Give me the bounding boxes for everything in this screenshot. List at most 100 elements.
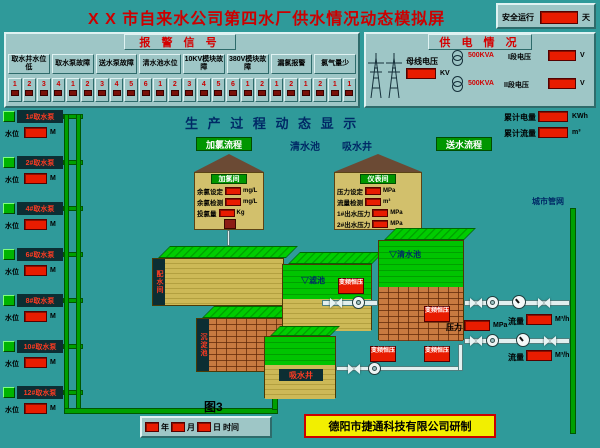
alarm-indicator-number: 2 (27, 81, 32, 88)
pipe-stub (63, 160, 83, 165)
water-level-unit: M (50, 267, 56, 274)
total-energy-label: 累计电量 (504, 113, 536, 122)
meter-house-name: 仪表间 (360, 174, 396, 184)
alarm-indicator-cell: 6 (226, 78, 240, 102)
pump-label: 12#取水泵 (17, 386, 63, 399)
alarm-lamp-icon (243, 90, 252, 96)
pipe-stub (63, 206, 83, 211)
valve-icon (348, 364, 360, 374)
alarm-lamp-icon (258, 90, 267, 96)
flow-meter-icon (516, 333, 530, 347)
alarm-indicator-cell: 1 (8, 78, 22, 102)
pump-icon (3, 203, 15, 214)
water-level-display (24, 265, 47, 276)
house-row-label: 1#出水压力 (337, 210, 371, 218)
pump-unit: 6#取水泵 水位 M (2, 248, 83, 282)
pipe-stub (63, 298, 83, 303)
delivery-flow-label: 送水流程 (436, 137, 492, 151)
alarm-indicator-cell: 1 (240, 78, 255, 102)
alarm-lamp-icon (141, 90, 150, 96)
total-energy-display (538, 111, 568, 122)
suction-well-tank: 吸水井 (264, 336, 336, 399)
pump-label: 6#取水泵 (17, 248, 63, 261)
house-row-label: 余氯检测 (197, 199, 223, 207)
pump-unit: 1#取水泵 水位 M (2, 110, 83, 144)
transformer-kva-label: 500KVA (468, 52, 494, 59)
alarm-indicator-number: 1 (347, 81, 352, 88)
chlorine-house-name: 加氯间 (211, 174, 247, 184)
water-surface (265, 337, 335, 365)
clear-water-tank-label: ▽清水池 (389, 250, 421, 259)
day-label: 日 (213, 422, 221, 432)
water-level-display (24, 403, 47, 414)
pipe-stub (63, 344, 83, 349)
alarm-indicator-cell: 1 (269, 78, 284, 102)
valve-icon (544, 336, 556, 346)
alarm-indicator-number: 5 (216, 81, 221, 88)
alarm-indicator-cell: 3 (95, 78, 109, 102)
alarm-group-label: 漏氯报警 (270, 54, 313, 74)
pipe-stub (63, 252, 83, 257)
pump-unit: 10#取水泵 水位 M (2, 340, 83, 374)
valve-icon (330, 298, 342, 308)
alarm-indicator-number: 3 (41, 81, 46, 88)
alarm-lamp-icon (25, 90, 34, 96)
outlet-flow-display (526, 350, 552, 361)
busbar-voltage-unit: KV (440, 70, 450, 77)
alarm-lamp-icon (185, 90, 194, 96)
alarm-indicator-number: 1 (274, 81, 279, 88)
alarm-indicator-number: 5 (129, 81, 134, 88)
value-display (218, 208, 235, 217)
alarm-indicator-cell: 1 (328, 78, 342, 102)
outlet-pressure-unit: MPa (493, 322, 508, 329)
pump-unit: 8#取水泵 水位 M (2, 294, 83, 328)
valve-icon (470, 336, 482, 346)
alarm-indicator-number: 4 (56, 81, 61, 88)
value-display (372, 219, 389, 228)
alarm-indicator-number: 6 (231, 81, 235, 88)
alarm-indicator-cell: 4 (109, 78, 124, 102)
alarm-lamp-icon (228, 90, 237, 96)
house-row-label: 流量检测 (337, 199, 363, 207)
house-row-unit: Kg (236, 209, 245, 216)
outlet-pressure-display (464, 320, 490, 331)
door-icon (224, 219, 236, 229)
clear-pool-label: 清水池 (290, 142, 320, 153)
value-display (372, 208, 389, 217)
section2-voltage-label: II段电压 (504, 82, 529, 89)
alarm-lamp-icon (10, 90, 19, 96)
transformer-icon (452, 50, 463, 66)
suction-main-pipe (76, 114, 81, 414)
water-level-display (24, 311, 47, 322)
chlorine-house-roof-icon (194, 154, 264, 172)
transformer-icon (452, 76, 463, 92)
pump-icon (3, 341, 15, 352)
alarm-indicator-number: 2 (260, 81, 265, 88)
alarm-lamp-icon (156, 90, 165, 96)
transfer-pipe (322, 300, 378, 306)
alarm-indicator-cell: 3 (182, 78, 197, 102)
vfd-status-display: 变频恒压 (338, 278, 364, 294)
alarm-group-label: 送水泵故障 (95, 54, 138, 74)
pump-icon (352, 296, 365, 309)
busbar-voltage-label: 母线电压 (406, 57, 438, 66)
pump-column: 1#取水泵 水位 M 2#取水泵 水位 M 4#取水泵 水位 M 6#取水泵 水… (2, 110, 84, 436)
time-label: 时间 (223, 422, 239, 432)
pump-label: 4#取水泵 (17, 202, 63, 215)
total-flow-unit: m³ (572, 129, 581, 136)
suction-well-riser-pipe (272, 398, 278, 410)
alarm-lamp-icon (287, 90, 296, 96)
alarm-indicator-number: 3 (100, 81, 104, 88)
house-row-label: 投氯量 (197, 210, 217, 218)
valve-icon (470, 298, 482, 308)
pump-label: 1#取水泵 (17, 110, 63, 123)
house-row-unit: mg/L (243, 187, 258, 194)
distribution-tank-label: 配水间 (153, 259, 165, 305)
alarm-panel-header: 报 警 信 号 (124, 34, 236, 50)
pump-label: 2#取水泵 (17, 156, 63, 169)
alarm-indicator-cell: 2 (284, 78, 298, 102)
alarm-group-label: 380V模块故障 (226, 54, 269, 74)
